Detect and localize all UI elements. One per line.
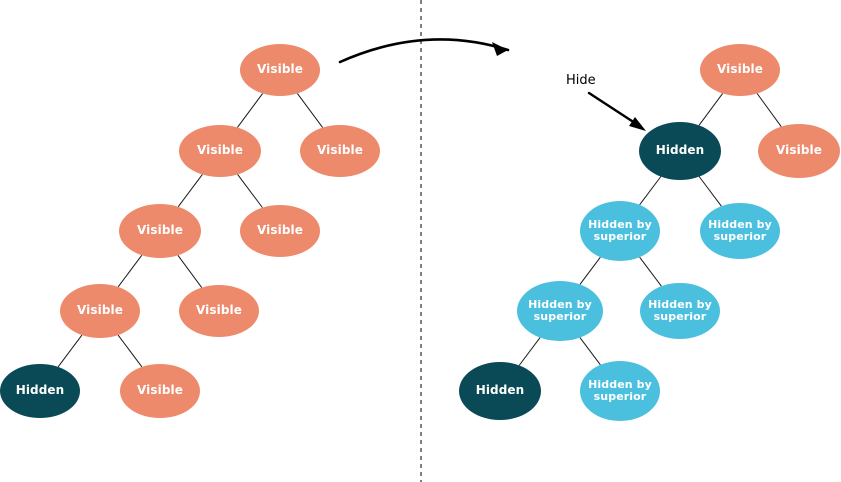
tree-edge [117,254,143,288]
tree-edge [296,93,324,128]
hide-label: Hide [566,73,596,88]
tree-edge [518,337,541,366]
tree-edge [177,254,203,288]
tree-edge [177,174,203,208]
tree-edge [698,93,724,126]
tree-edge [698,176,722,207]
tree-node-hidden[interactable]: Hidden [639,122,721,180]
tree-edge [237,93,264,128]
tree-edge [237,174,263,208]
tree-edge [639,256,662,287]
tree-edge [579,256,601,285]
tree-edge [639,176,662,206]
tree-edge [579,337,601,366]
tree-edge [57,334,83,368]
tree-edge [117,334,143,368]
tree-edge [756,93,782,127]
